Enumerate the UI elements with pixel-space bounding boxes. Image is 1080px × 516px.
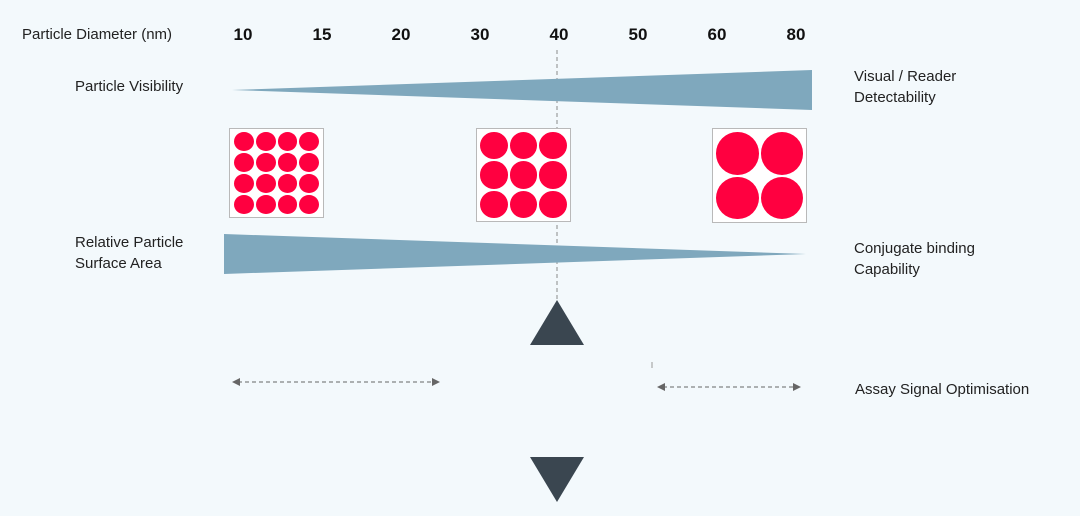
- particle: [255, 132, 276, 151]
- particle: [277, 195, 298, 214]
- particle: [539, 190, 567, 218]
- particle-grid-large: [712, 128, 807, 223]
- particle: [299, 195, 319, 214]
- particle: [277, 174, 298, 193]
- surface-area-wedge: [224, 234, 806, 274]
- tick-50: 50: [628, 25, 648, 44]
- particle: [480, 132, 508, 160]
- particle: [255, 174, 276, 193]
- tick-15: 15: [312, 25, 332, 44]
- visibility-wedge: [232, 70, 812, 110]
- label-line: Relative Particle: [75, 234, 184, 251]
- particle: [277, 132, 298, 151]
- particle: [255, 153, 276, 172]
- particle: [277, 153, 298, 172]
- surface-area-label: Relative Particle Surface Area: [75, 232, 183, 274]
- particle-visibility-label: Particle Visibility: [75, 78, 184, 95]
- label-line: Visual / Reader: [854, 68, 957, 85]
- particle-grid-medium: [476, 128, 571, 222]
- particle: [760, 132, 803, 175]
- double-arrow-icon: [657, 383, 801, 391]
- tick-60: 60: [707, 25, 727, 44]
- particle: [255, 195, 276, 214]
- label-line: Detectability: [854, 89, 936, 106]
- label-line: Capability: [854, 261, 920, 278]
- tick-40: 40: [549, 25, 569, 44]
- particle: [299, 153, 319, 172]
- particle: [509, 132, 538, 160]
- particle: [234, 174, 254, 193]
- particle: [299, 132, 319, 151]
- triangle-down-icon: [530, 457, 584, 502]
- particle: [234, 132, 254, 151]
- particle: [509, 190, 538, 218]
- particle: [509, 161, 538, 189]
- tick-80: 80: [786, 25, 806, 44]
- particle: [234, 153, 254, 172]
- particle: [539, 161, 567, 189]
- visual-detectability-label: Visual / Reader Detectability: [854, 66, 956, 108]
- axis-label: Particle Diameter (nm): [22, 26, 173, 43]
- particle: [299, 174, 319, 193]
- particle: [716, 176, 759, 219]
- label-line: Conjugate binding: [854, 240, 975, 257]
- tick-20: 20: [391, 25, 411, 44]
- particle-grid-small: [229, 128, 324, 218]
- conjugate-binding-label: Conjugate binding Capability: [854, 238, 975, 280]
- assay-signal-label: Assay Signal Optimisation: [855, 381, 1030, 398]
- particle: [480, 161, 508, 189]
- triangle-up-icon: [530, 300, 584, 345]
- label-line: Surface Area: [75, 255, 162, 272]
- tick-30: 30: [470, 25, 490, 44]
- particle: [234, 195, 254, 214]
- particle: [716, 132, 759, 175]
- particle: [760, 176, 803, 219]
- tick-10: 10: [233, 25, 253, 44]
- particle: [480, 190, 508, 218]
- double-arrow-icon: [232, 378, 440, 386]
- particle: [539, 132, 567, 160]
